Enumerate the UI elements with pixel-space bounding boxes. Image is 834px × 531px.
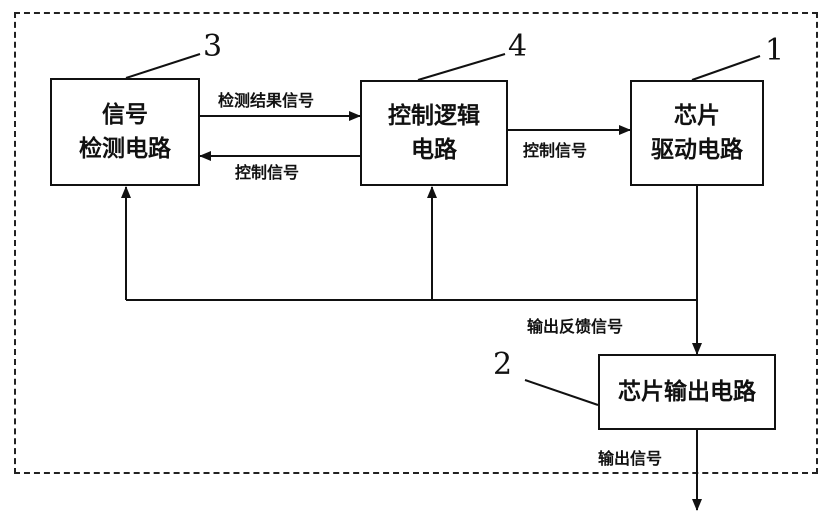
system-boundary-dashed-frame: [14, 12, 818, 474]
ref-number-3: 3: [203, 29, 223, 64]
ref-number-4: 4: [508, 29, 528, 64]
ref-number-1: 1: [765, 33, 785, 68]
label-detect-result-signal: 检测结果信号: [218, 91, 315, 110]
chip-driver-line2: 驱动电路: [651, 137, 743, 163]
label-output-feedback-signal: 输出反馈信号: [527, 317, 624, 336]
label-output-signal: 输出信号: [598, 449, 663, 468]
leader-line-1: [691, 55, 761, 81]
label-control-signal-left: 控制信号: [235, 163, 300, 182]
chip-output-label: 芯片输出电路: [618, 379, 756, 405]
leader-line-4: [417, 53, 506, 81]
ref-number-2: 2: [493, 347, 513, 382]
control-logic-line1: 控制逻辑: [388, 103, 480, 129]
leader-line-3: [125, 53, 201, 79]
signal-detect-line2: 检测电路: [79, 136, 171, 162]
signal-detect-line1: 信号: [102, 102, 148, 128]
signal-detect-circuit-block: 信号 检测电路: [50, 78, 200, 186]
control-logic-line2: 电路: [411, 137, 457, 163]
chip-output-circuit-block: 芯片输出电路: [598, 354, 776, 430]
label-control-signal-right: 控制信号: [523, 141, 588, 160]
control-logic-circuit-block: 控制逻辑 电路: [360, 80, 508, 186]
chip-driver-circuit-block: 芯片 驱动电路: [630, 80, 764, 186]
leader-line-2: [524, 379, 599, 406]
chip-driver-line1: 芯片: [674, 103, 720, 129]
